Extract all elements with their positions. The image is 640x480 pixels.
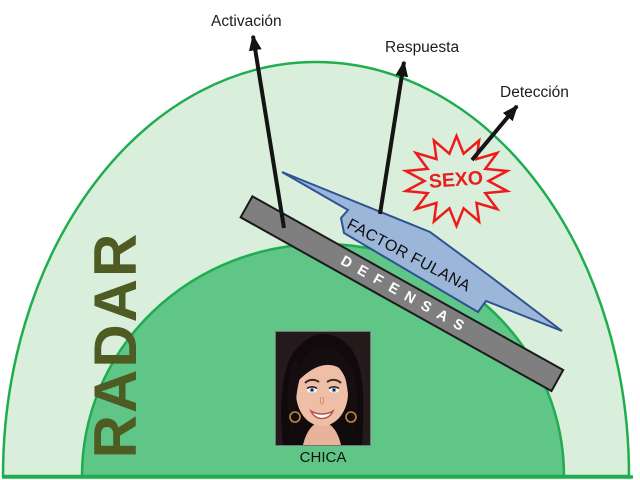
nose xyxy=(319,396,325,405)
bangs xyxy=(296,347,350,383)
right-eyeliner xyxy=(328,386,340,390)
left-brow xyxy=(304,378,320,384)
girl-photo-label: CHICA xyxy=(299,449,347,466)
smile xyxy=(309,408,335,420)
girl-photo xyxy=(275,331,371,446)
hair-right xyxy=(343,361,358,437)
right-brow xyxy=(326,378,342,384)
left-earring xyxy=(289,411,301,423)
respuesta-arrow-label: Respuesta xyxy=(385,39,460,56)
activacion-arrow-label: Activación xyxy=(211,13,282,30)
right-pupil xyxy=(332,388,336,392)
radar-label: RADAR xyxy=(82,231,149,459)
left-eyeliner xyxy=(306,386,318,390)
hair-left xyxy=(287,359,303,435)
chest xyxy=(303,422,341,445)
face xyxy=(296,360,348,426)
deteccion-arrow-label: Detección xyxy=(500,84,569,101)
left-pupil xyxy=(310,388,314,392)
right-earring xyxy=(345,411,357,423)
